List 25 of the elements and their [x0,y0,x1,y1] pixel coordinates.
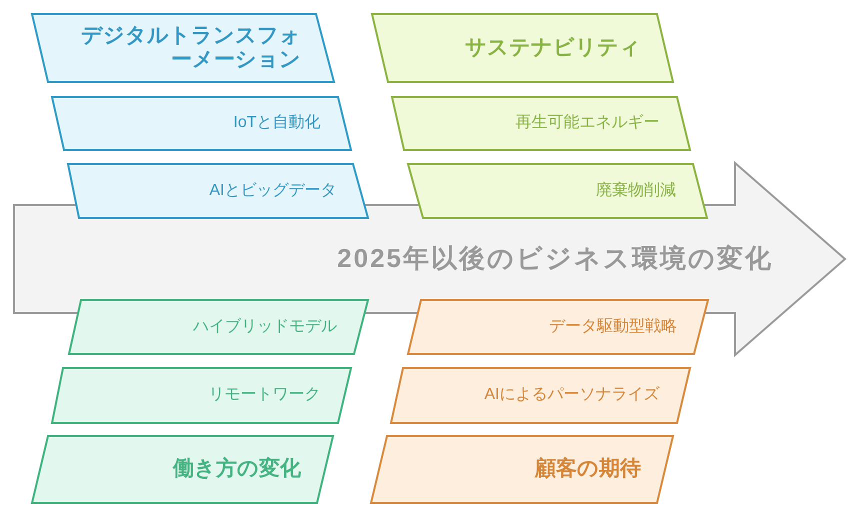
factor-label: 廃棄物削減 [596,182,676,200]
category-banner [370,435,674,504]
category-banner [31,435,334,504]
factor-label: IoTと自動化 [233,114,320,133]
factor-banner [407,299,709,355]
factor-banner [407,163,708,219]
arrow-title: 2025年以後のビジネス環境の変化 [337,244,773,274]
factor-banner [51,96,352,151]
factor-label: ハイブリッドモデル [193,318,337,336]
category-title: サステナビリティ [465,36,641,60]
category-title: 働き方の変化 [173,457,301,482]
factor-label: AIとビッグデータ [209,182,336,200]
category-banner [31,13,335,83]
category-banner [371,13,674,83]
factor-banner [391,96,691,151]
factor-banner [67,163,369,219]
factor-label: AIによるパーソナライズ [484,386,660,405]
factor-label: リモートワーク [208,386,320,405]
factor-banner [390,367,691,424]
factor-banner [51,367,352,424]
category-title: 顧客の期待 [535,457,641,482]
factor-label: 再生可能エネルギー [516,114,660,133]
factor-label: データ駆動型戦略 [549,318,677,336]
category-title: デジタルトランスフォーメーション [80,24,301,72]
factor-banner [68,299,369,355]
